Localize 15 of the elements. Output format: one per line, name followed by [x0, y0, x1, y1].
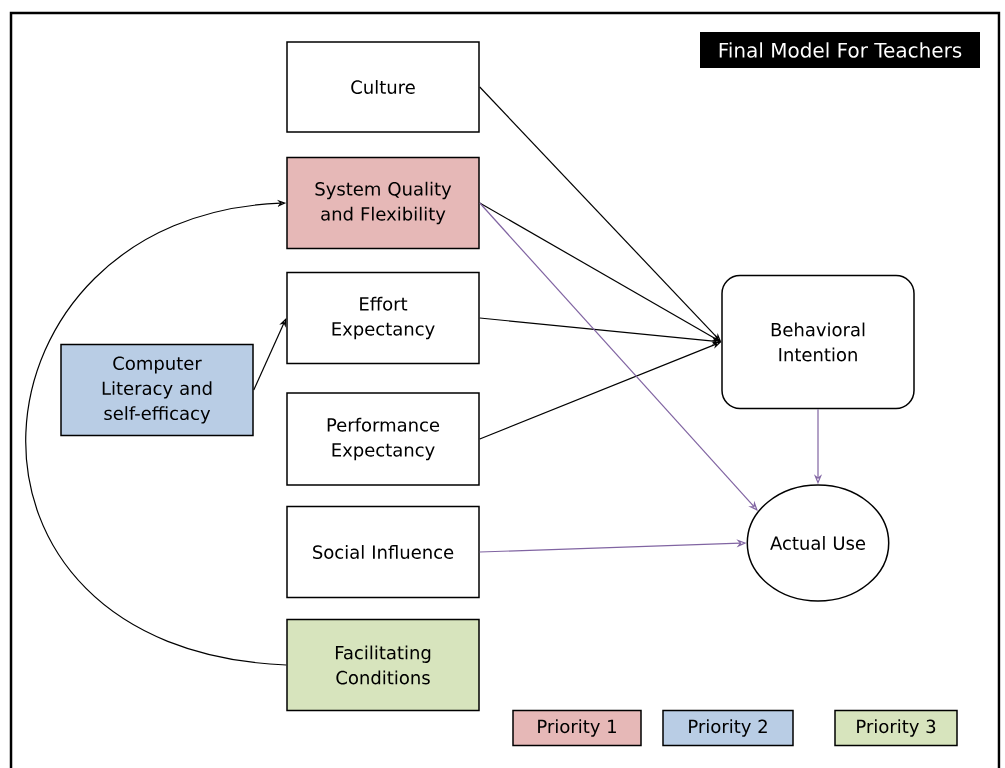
legend-item: Priority 3 [834, 709, 958, 747]
process-box: Culture [286, 41, 480, 133]
legend-item: Priority 2 [662, 709, 794, 747]
title-banner: Final Model For Teachers [700, 32, 980, 68]
ellipse-node: Actual Use [746, 484, 890, 602]
arrow [253, 318, 287, 391]
arrow [25, 199, 287, 666]
process-box: Effort Expectancy [286, 271, 480, 365]
process-box: Computer Literacy and self-efficacy [60, 343, 254, 437]
rounded-box: Behavioral Intention [721, 274, 915, 410]
process-box: System Quality and Flexibility [286, 156, 480, 250]
process-box: Facilitating Conditions [286, 618, 480, 712]
legend-item: Priority 1 [512, 709, 642, 747]
process-box: Social Influence [286, 505, 480, 599]
process-box: Performance Expectancy [286, 392, 480, 486]
